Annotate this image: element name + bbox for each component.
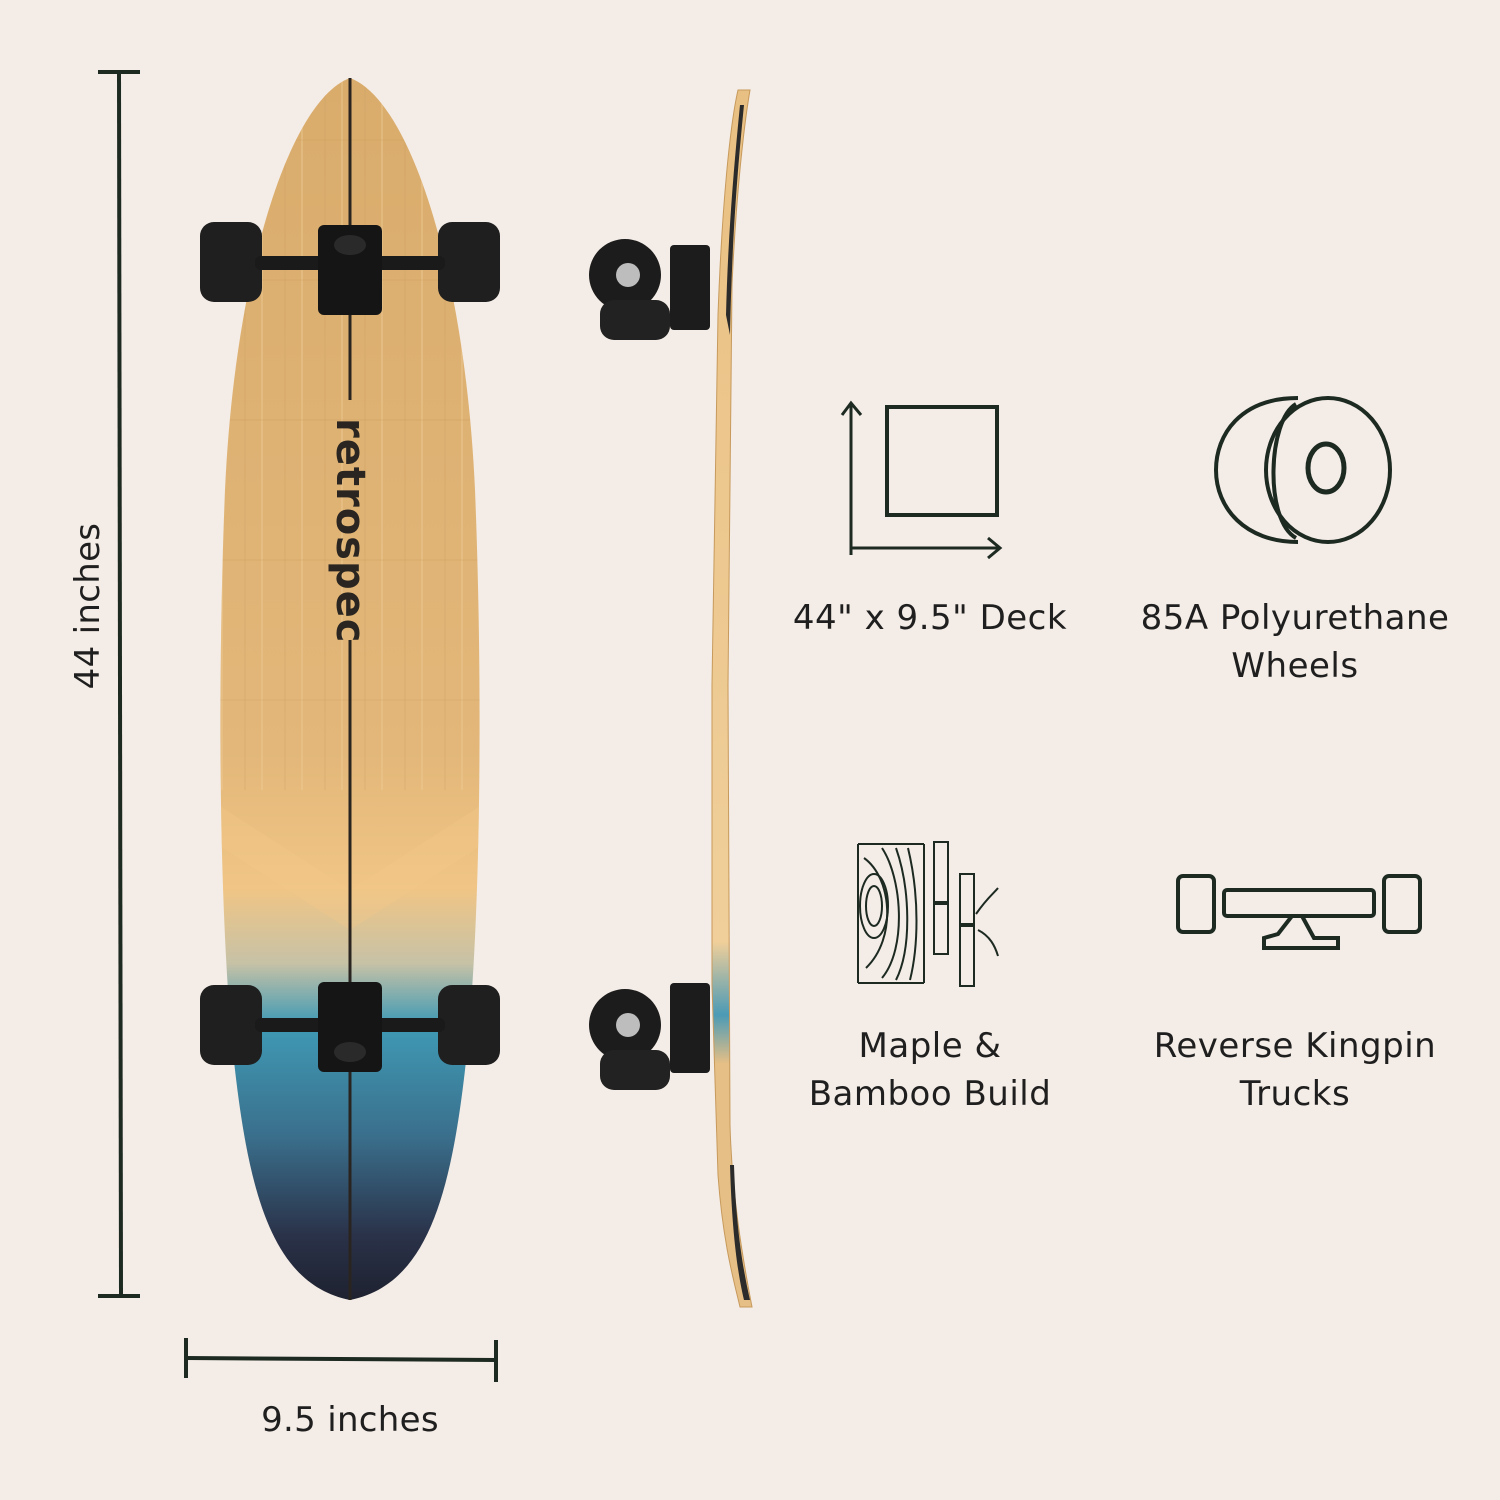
wheel-icon <box>1213 396 1392 544</box>
board-top-view <box>200 78 500 1300</box>
feature-trucks-label: Reverse Kingpin Trucks <box>1120 1022 1470 1118</box>
feature-wheels-line-1: 85A Polyurethane <box>1140 598 1450 638</box>
width-dimension-line <box>184 1338 498 1382</box>
wheel-back-right <box>438 985 500 1065</box>
wheel-front-left <box>200 222 262 302</box>
board-brand-logo: retrospec <box>327 418 373 644</box>
height-label: 44 inches <box>68 522 108 690</box>
deck-size-icon <box>840 400 1003 560</box>
feature-build-line-2: Bamboo Build <box>808 1074 1052 1114</box>
wheel-front-right <box>438 222 500 302</box>
feature-trucks-line-2: Trucks <box>1239 1074 1351 1114</box>
feature-deck-line-1: 44" x 9.5" Deck <box>792 598 1068 638</box>
feature-trucks-line-1: Reverse Kingpin <box>1153 1026 1437 1066</box>
feature-build-line-1: Maple & <box>858 1026 1002 1066</box>
wheel-back-left <box>200 985 262 1065</box>
truck-icon <box>1176 874 1422 950</box>
feature-build-label: Maple & Bamboo Build <box>770 1022 1090 1118</box>
feature-deck-label: 44" x 9.5" Deck <box>770 594 1090 642</box>
width-label: 9.5 inches <box>261 1400 439 1440</box>
feature-wheels-label: 85A Polyurethane Wheels <box>1120 594 1470 690</box>
maple-bamboo-icon <box>857 841 999 987</box>
feature-wheels-line-2: Wheels <box>1231 646 1359 686</box>
height-dimension-line <box>98 70 140 1298</box>
board-side-view <box>589 89 753 1308</box>
